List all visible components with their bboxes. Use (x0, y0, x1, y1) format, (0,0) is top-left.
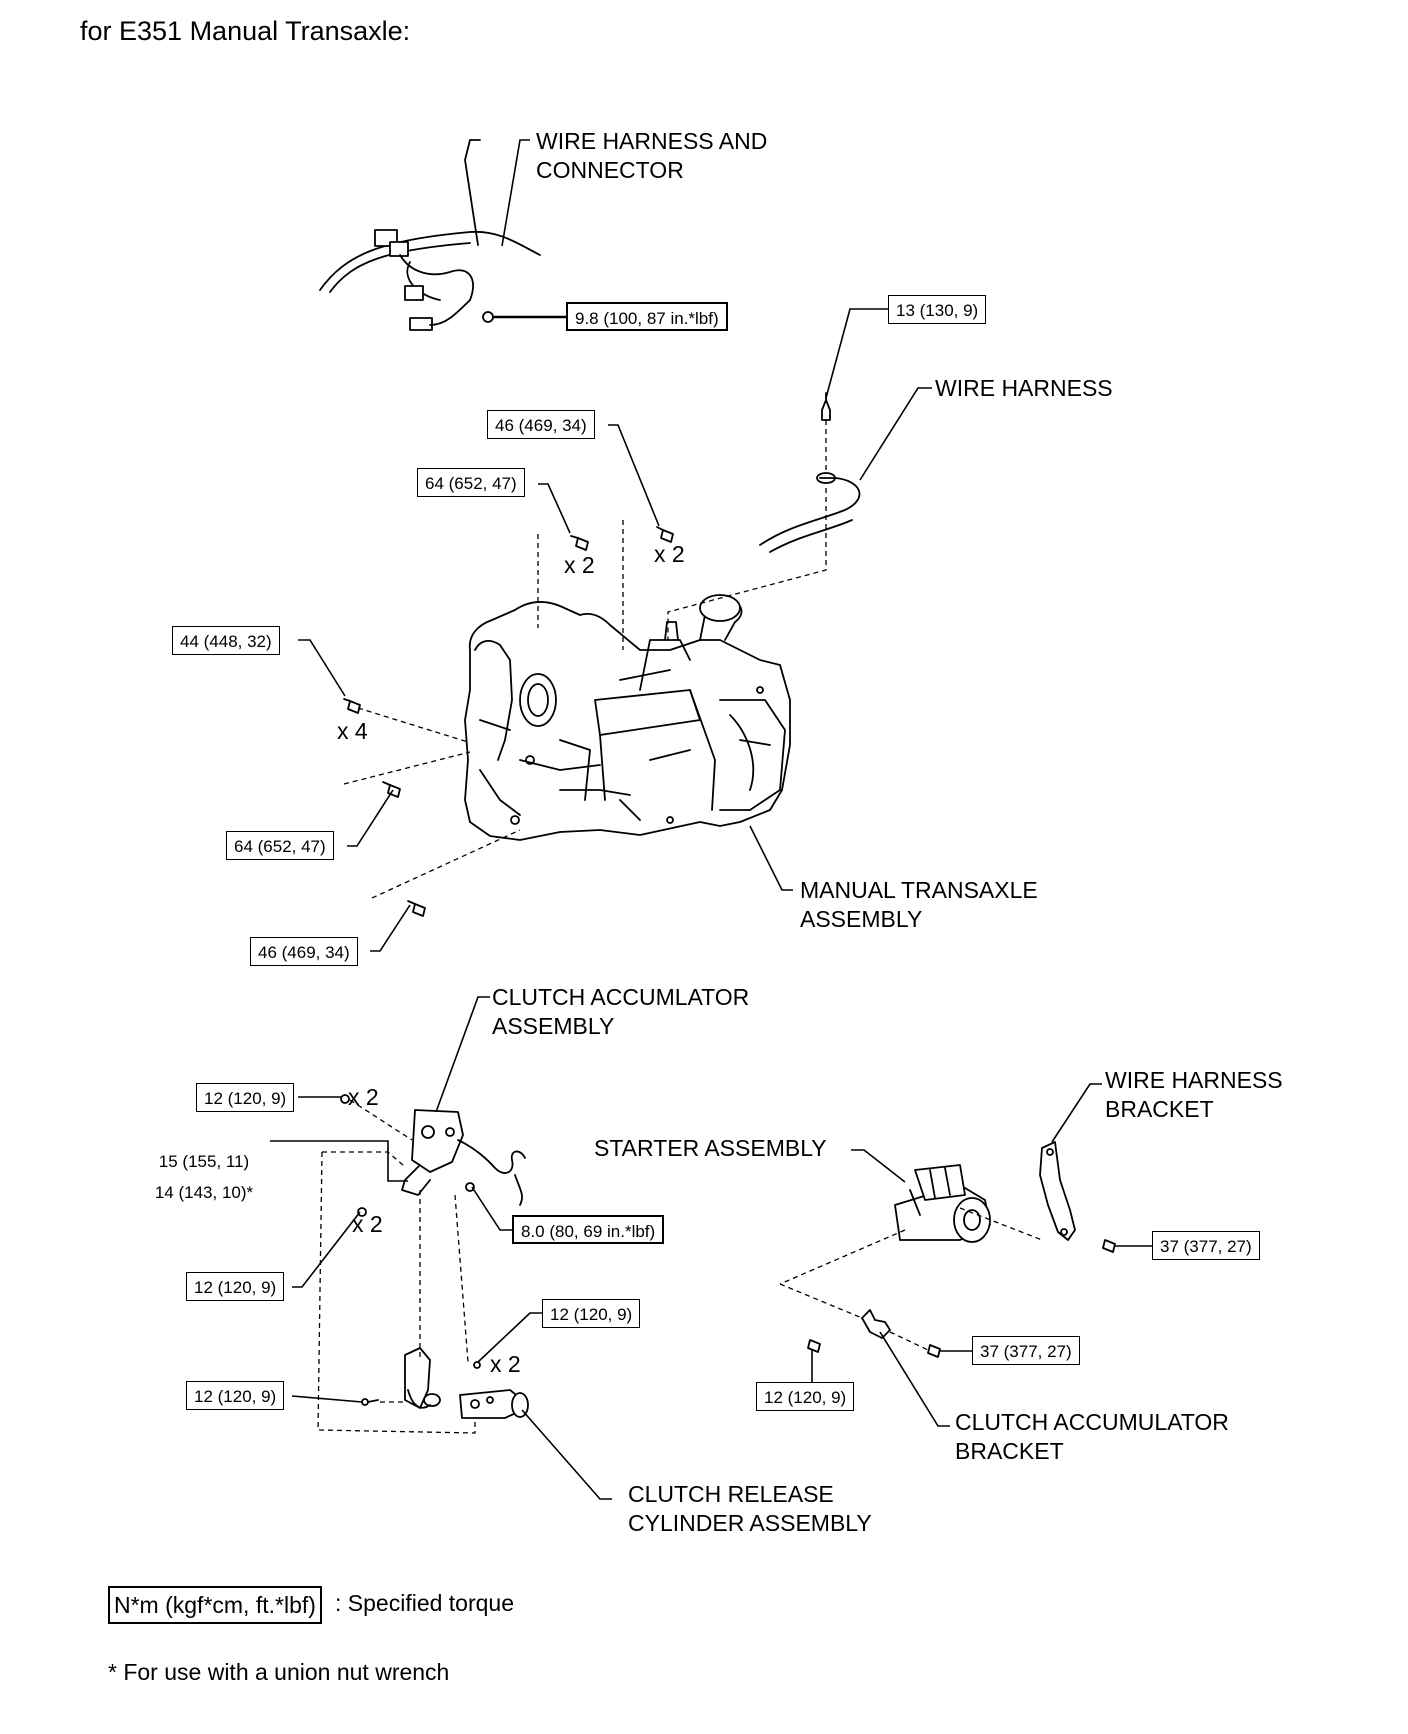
leader-manual-transaxle (749, 825, 793, 891)
leader-starter (851, 1149, 906, 1183)
torque-starter-bolt-upper: 37 (377, 27) (1152, 1231, 1260, 1260)
wire-harness-connector-illustration (319, 139, 541, 331)
label-wire-harness-bracket: WIRE HARNESS BRACKET (1105, 1067, 1283, 1122)
torque-upper-bolt-46: 46 (469, 34) (487, 410, 595, 439)
starter-illustration (894, 1164, 991, 1243)
leader-release-nut (477, 1312, 542, 1363)
leader-wire-harness (859, 387, 932, 481)
leader-left-bolt (292, 1211, 361, 1288)
leader-side-44 (298, 639, 346, 697)
quantity-side-44: x 4 (337, 718, 368, 744)
clutch-accumulator-bracket-illustration (807, 1309, 941, 1358)
torque-side-bolt-44: 44 (448, 32) (172, 626, 280, 655)
leader-accum-bracket (879, 1331, 950, 1427)
torque-upper-bolt-64: 64 (652, 47) (417, 468, 525, 497)
legend-unit-box: N*m (kgf*cm, ft.*lbf) (108, 1586, 322, 1624)
leader-accum-bracket-bolt (471, 1186, 512, 1231)
torque-lower-bolt-46: 46 (469, 34) (250, 937, 358, 966)
manual-transaxle-illustration (464, 594, 791, 841)
leader-union-nut (270, 1140, 408, 1182)
torque-left-bolt-12: 12 (120, 9) (186, 1272, 285, 1301)
leader-lower-46 (370, 904, 411, 952)
torque-release-cyl-bolt: 12 (120, 9) (186, 1381, 285, 1410)
transaxle-bolts (343, 526, 674, 917)
quantity-release-nut: x 2 (490, 1351, 521, 1377)
torque-accumulator-nut: 12 (120, 9) (196, 1083, 295, 1112)
label-clutch-accumulator-bracket: CLUTCH ACCUMULATOR BRACKET (955, 1409, 1229, 1464)
torque-wire-harness-bolt: 13 (130, 9) (888, 295, 987, 324)
quantity-upper-46: x 2 (654, 541, 685, 567)
quantity-accumulator-nut: x 2 (348, 1084, 379, 1110)
leader-release-bolt (291, 1395, 363, 1403)
leader-upper-46 (608, 424, 660, 527)
label-clutch-accumulator-assembly: CLUTCH ACCUMLATOR ASSEMBLY (492, 984, 750, 1039)
label-starter-assembly: STARTER ASSEMBLY (594, 1135, 827, 1161)
leader-clutch-accumulator (435, 996, 490, 1113)
torque-union-nut-wrench: 14 (143, 10)* (154, 1183, 254, 1202)
torque-union-nut: 15 (155, 11) 14 (143, 10)* (138, 1146, 270, 1208)
quantity-upper-64: x 2 (564, 552, 595, 578)
label-clutch-release-cylinder-assembly: CLUTCH RELEASE CYLINDER ASSEMBLY (628, 1481, 872, 1536)
torque-lower-bolt-64: 64 (652, 47) (226, 831, 334, 860)
torque-release-cyl-nut: 12 (120, 9) (542, 1299, 641, 1328)
quantity-left-bolt: x 2 (352, 1211, 383, 1237)
torque-union-nut-standard: 15 (155, 11) (158, 1152, 250, 1171)
torque-connector-nut: 9.8 (100, 87 in.*lbf) (566, 302, 728, 331)
torque-starter-bolt-lower: 37 (377, 27) (972, 1336, 1080, 1365)
wire-harness-illustration (759, 392, 861, 553)
label-wire-harness-and-connector: WIRE HARNESS AND CONNECTOR (536, 128, 768, 183)
label-wire-harness: WIRE HARNESS (935, 375, 1113, 401)
diagram-title: for E351 Manual Transaxle: (80, 16, 411, 46)
wire-harness-bracket-illustration (1039, 1141, 1116, 1253)
legend-unit-text: : Specified torque (335, 1590, 515, 1616)
leader-wire-harness-bracket (1051, 1083, 1102, 1143)
footnote-union-nut-wrench: * For use with a union nut wrench (108, 1659, 450, 1685)
leader-wire-harness-bolt (825, 308, 888, 399)
torque-bracket-bolt-12: 12 (120, 9) (756, 1382, 855, 1411)
leader-release-cylinder (521, 1409, 612, 1500)
leader-wire-harness-connector (501, 139, 530, 247)
label-manual-transaxle-assembly: MANUAL TRANSAXLE ASSEMBLY (800, 877, 1038, 932)
clutch-accumulator-illustration (340, 1094, 526, 1217)
leader-upper-64 (538, 483, 571, 534)
leader-lower-64 (347, 789, 394, 847)
torque-accumulator-bracket-bolt: 8.0 (80, 69 in.*lbf) (512, 1215, 665, 1244)
clutch-release-cylinder-illustration (361, 1347, 529, 1419)
